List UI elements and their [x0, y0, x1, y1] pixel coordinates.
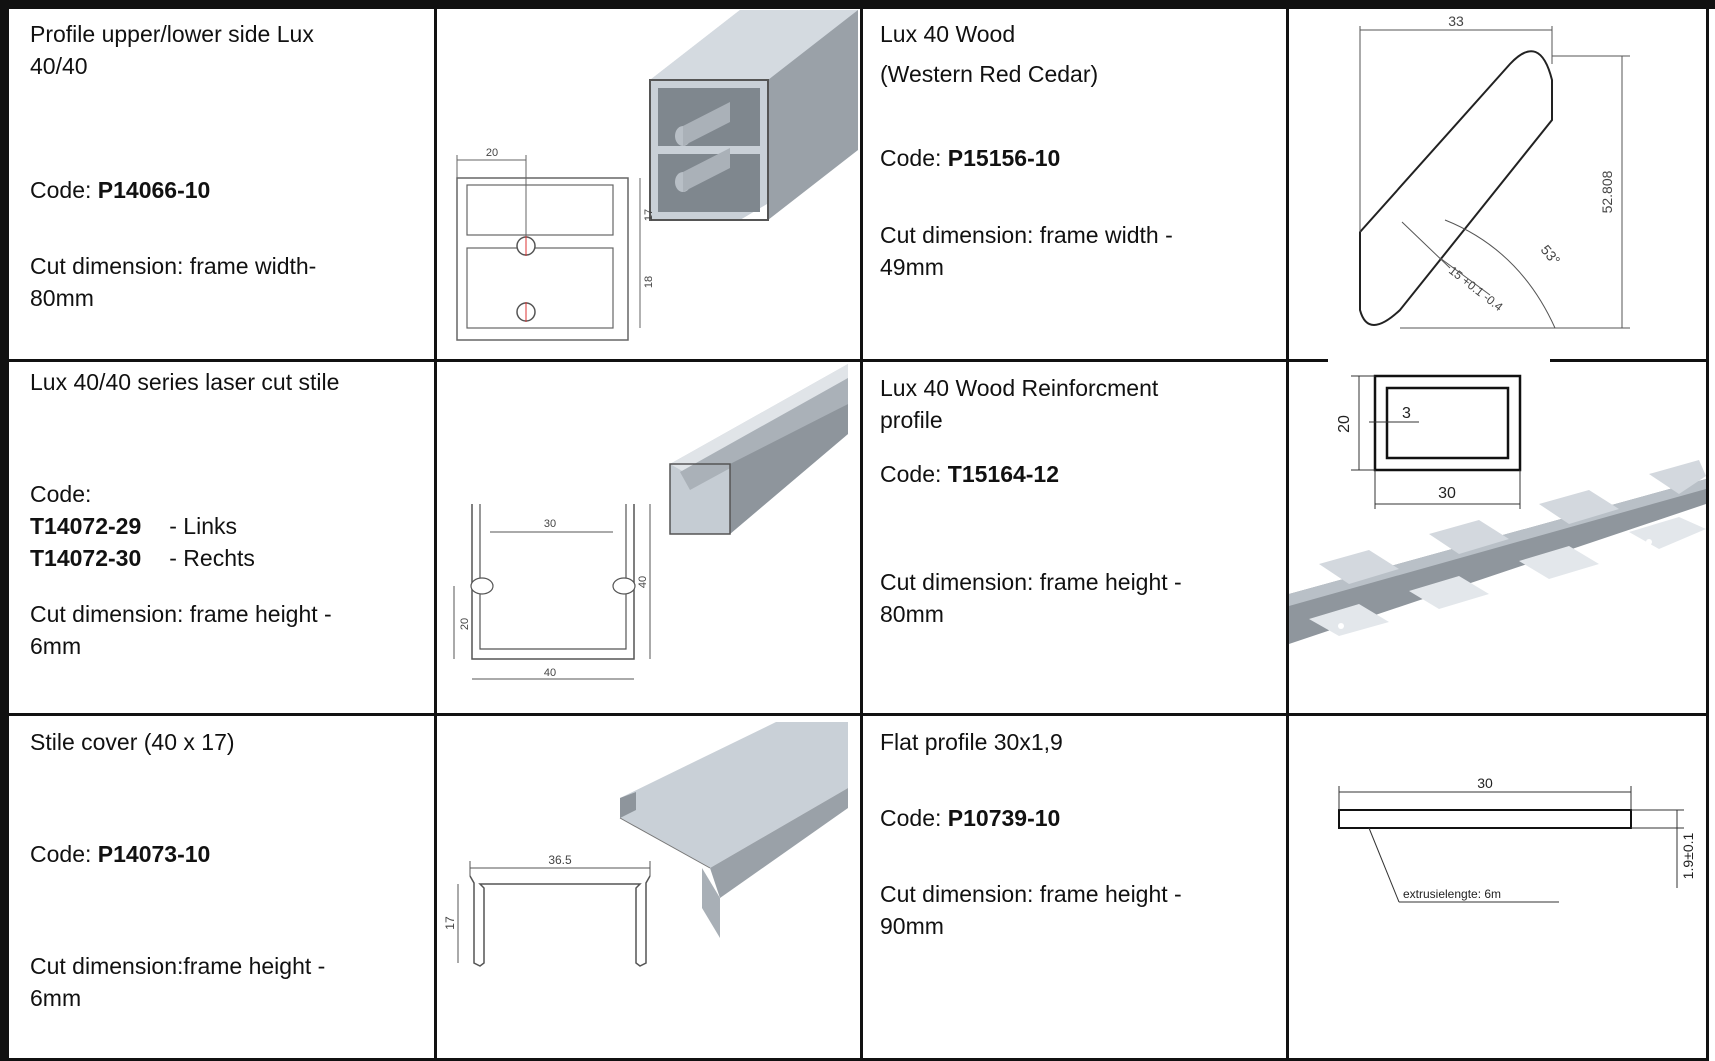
- product-code: Code: P15156-10: [880, 145, 1061, 171]
- dim-label: 20: [459, 618, 471, 630]
- product-title-line: 40/40: [30, 53, 88, 79]
- dim-label: 3: [1402, 405, 1411, 422]
- table-border-left: [0, 0, 9, 1061]
- cut-dimension-line: 49mm: [880, 254, 944, 280]
- product-title-line: Profile upper/lower side Lux: [30, 21, 314, 47]
- product-title-line: (Western Red Cedar): [880, 61, 1099, 87]
- dim-label: 1.9±0.1: [1680, 832, 1696, 879]
- code-value: P14066-10: [97, 177, 211, 203]
- cut-dimension-line: 90mm: [880, 913, 944, 939]
- stile-cover-drawing: 36.5 17: [443, 722, 848, 967]
- cut-dimension-line: 6mm: [30, 985, 82, 1011]
- dim-label: 40: [637, 576, 649, 588]
- dim-label: 40: [544, 667, 556, 679]
- code-value: P15156-10: [947, 145, 1061, 171]
- product-code-label: Code:: [30, 481, 92, 507]
- product-title-line: Lux 40/40 series laser cut stile: [30, 369, 340, 395]
- row1-left-text: Profile upper/lower side Lux 40/40 Code:…: [30, 18, 316, 314]
- dim-label: 17: [643, 209, 655, 221]
- product-code: T14072-29 - Links: [30, 510, 339, 542]
- row-divider-2: [0, 713, 1709, 716]
- column-divider-1: [434, 0, 437, 1061]
- table-border-bottom: [0, 1058, 1709, 1061]
- dim-label: 17: [443, 916, 457, 930]
- cut-dimension-line: Cut dimension: frame height -: [30, 601, 332, 627]
- cut-dimension-line: Cut dimension: frame height -: [880, 881, 1182, 907]
- product-code: Code: P14073-10: [30, 841, 211, 867]
- product-title-line: Lux 40 Wood Reinforcment: [880, 375, 1159, 401]
- product-title-line: profile: [880, 407, 943, 433]
- row3-right-text: Flat profile 30x1,9 Code: P10739-10 Cut …: [880, 726, 1182, 942]
- flat-profile-drawing: 30 1.9±0.1 extrusielengte: 6m: [1338, 775, 1696, 903]
- code-value: P10739-10: [947, 805, 1061, 831]
- dim-label: 30: [1438, 485, 1456, 502]
- code-value: T14072-30: [30, 545, 142, 571]
- column-divider-2: [860, 0, 863, 1061]
- row1-right-text: Lux 40 Wood (Western Red Cedar) Code: P1…: [880, 18, 1173, 283]
- cut-dimension-line: 80mm: [880, 601, 944, 627]
- product-code: T14072-30 - Rechts: [30, 542, 339, 574]
- cut-dimension-line: Cut dimension: frame width-: [30, 253, 317, 279]
- product-code: Code: P14066-10: [30, 177, 211, 203]
- product-title-line: Flat profile 30x1,9: [880, 729, 1063, 755]
- row-divider-1-right: [1550, 359, 1709, 362]
- code-value: P14073-10: [97, 841, 211, 867]
- product-title-line: Lux 40 Wood: [880, 21, 1016, 47]
- column-divider-3: [1286, 0, 1289, 1061]
- stile-t14072-drawing: 30 40 20 40: [453, 364, 848, 680]
- dim-label: 36.5: [548, 853, 572, 867]
- dim-label: 15 +0.1 -0.4: [1446, 263, 1506, 314]
- dim-label: 20: [486, 147, 498, 159]
- dim-label: 33: [1448, 13, 1464, 29]
- product-title-line: Stile cover (40 x 17): [30, 729, 235, 755]
- row-divider-1-left: [0, 359, 1328, 362]
- dim-label: 30: [544, 518, 556, 530]
- table-border-top: [0, 0, 1715, 9]
- dim-label: 18: [643, 276, 655, 288]
- row2-right-text: Lux 40 Wood Reinforcment profile Code: T…: [880, 372, 1182, 630]
- cut-dimension-line: Cut dimension:frame height -: [30, 953, 326, 979]
- dim-label: extrusielengte: 6m: [1403, 887, 1501, 901]
- wood-profile-drawing: 33 52.808 53° 15 +0.1 -0.4: [1359, 13, 1630, 329]
- code-suffix: - Rechts: [169, 545, 255, 571]
- cut-dimension-line: Cut dimension: frame height -: [880, 569, 1182, 595]
- dim-label: 53°: [1538, 242, 1564, 269]
- row2-left-text: Lux 40/40 series laser cut stile Code: T…: [30, 366, 339, 662]
- code-suffix: - Links: [169, 513, 237, 539]
- code-value: T15164-12: [947, 461, 1060, 487]
- product-code: Code: T15164-12: [880, 461, 1060, 487]
- dim-label: 20: [1336, 415, 1353, 433]
- row3-left-text: Stile cover (40 x 17) Code: P14073-10 Cu…: [30, 726, 325, 1014]
- reinforcement-profile-drawing: 20 3 30: [1289, 374, 1706, 644]
- table-border-right: [1706, 0, 1709, 1061]
- code-value: T14072-29: [30, 513, 142, 539]
- profile-p14066-drawing: 20 17 18: [456, 10, 858, 341]
- dim-label: 30: [1477, 775, 1493, 791]
- cut-dimension-line: 80mm: [30, 285, 94, 311]
- cut-dimension-line: 6mm: [30, 633, 82, 659]
- dim-label: 52.808: [1599, 170, 1615, 213]
- product-code: Code: P10739-10: [880, 805, 1061, 831]
- cut-dimension-line: Cut dimension: frame width -: [880, 222, 1173, 248]
